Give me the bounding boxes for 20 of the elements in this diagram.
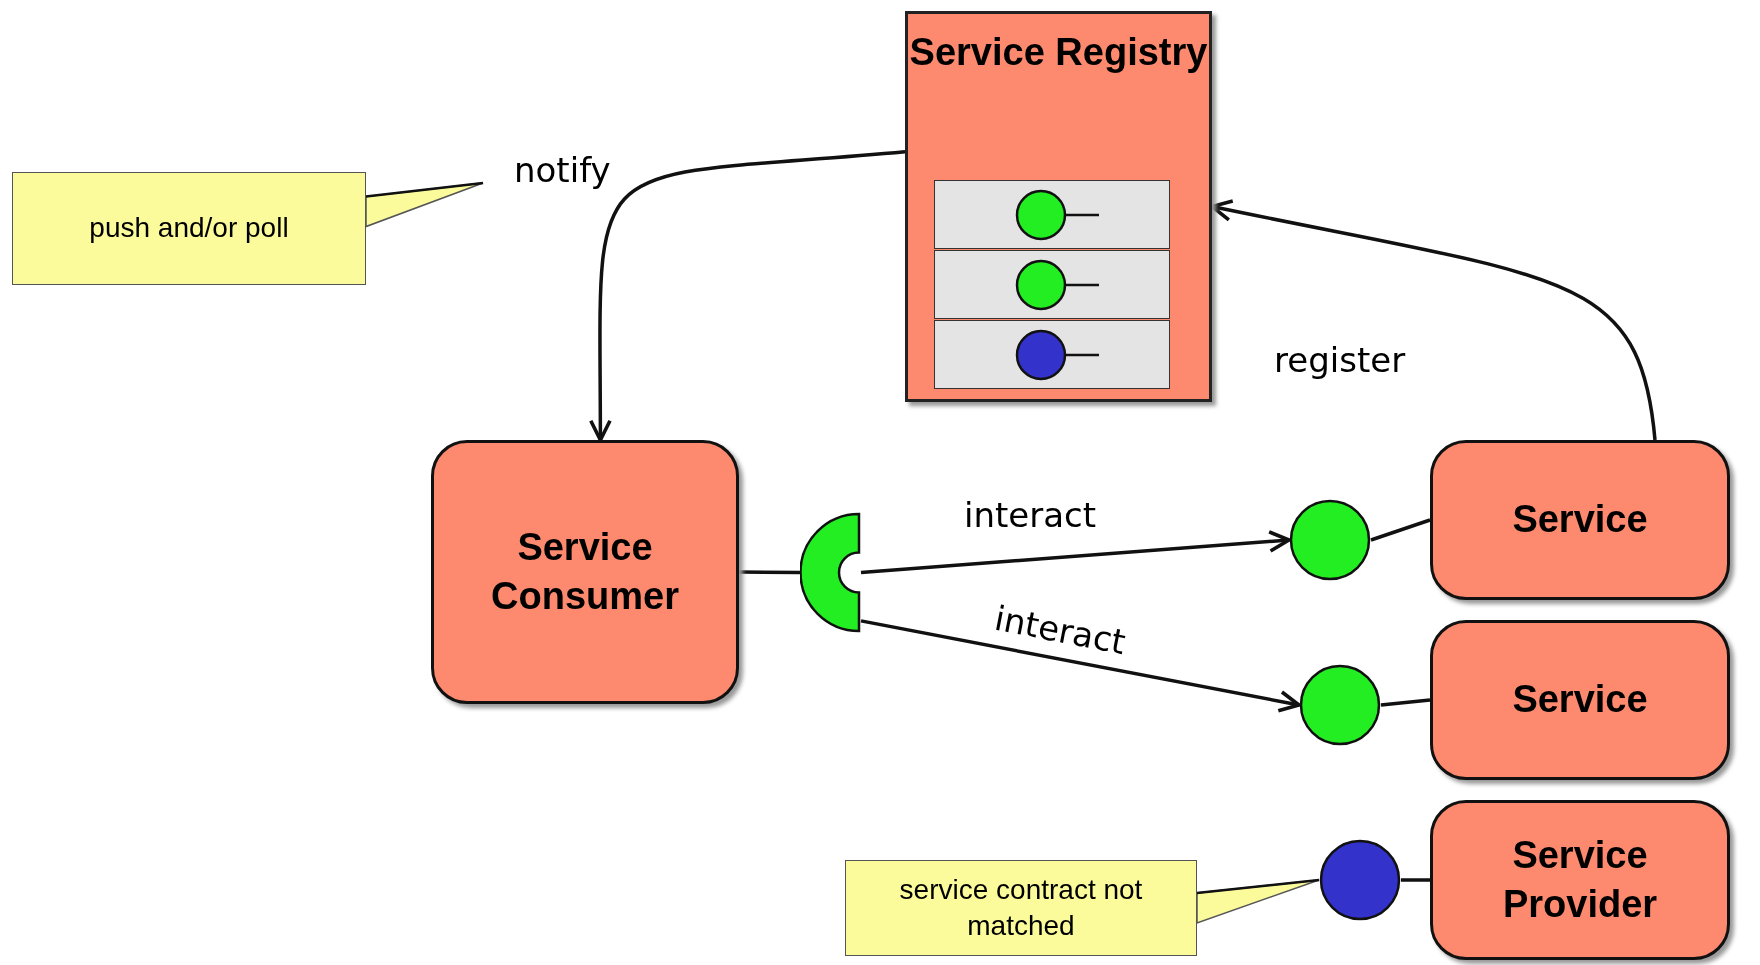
box-title: Service Consumer bbox=[490, 524, 680, 619]
box-title: Service bbox=[1512, 497, 1648, 543]
provider-box bbox=[1430, 440, 1730, 600]
box-title: Service Provider bbox=[1501, 832, 1659, 927]
arrow bbox=[860, 530, 1291, 575]
note-text: service contract not matched bbox=[898, 872, 1144, 943]
leader-line bbox=[365, 181, 484, 198]
provider-box bbox=[1430, 800, 1730, 960]
provider-box bbox=[1430, 620, 1730, 780]
arrow bbox=[1210, 199, 1657, 441]
callout-note bbox=[845, 860, 1197, 956]
box-title: Service Registry bbox=[909, 30, 1208, 75]
callout-note bbox=[12, 172, 366, 285]
consumer-box bbox=[431, 440, 739, 704]
leader-line bbox=[1196, 878, 1320, 895]
arrow bbox=[860, 619, 1301, 713]
box-title: Service bbox=[1512, 677, 1648, 723]
note-text: push and/or poll bbox=[89, 211, 289, 246]
arrow bbox=[588, 150, 906, 442]
registry-box bbox=[905, 11, 1212, 402]
